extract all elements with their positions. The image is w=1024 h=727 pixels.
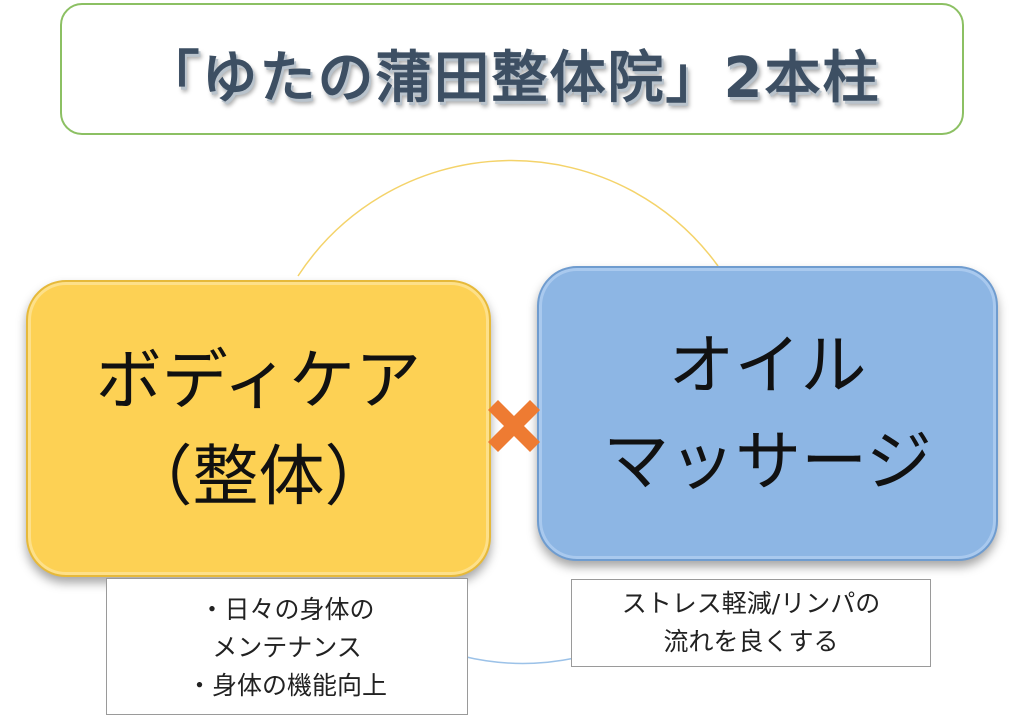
ring-arc-top: [297, 159, 719, 277]
oil-massage-label: オイル マッサージ: [603, 326, 932, 500]
body-care-note: ・日々の身体の メンテナンス ・身体の機能向上: [106, 578, 468, 715]
multiply-icon: [488, 400, 540, 452]
ring-arc-bottom: [461, 655, 576, 665]
body-care-label: ボディケア （整体）: [95, 341, 422, 515]
title-box: 「ゆたの蒲田整体院」2本柱: [60, 3, 964, 135]
oil-massage-card: オイル マッサージ: [537, 266, 998, 561]
oil-massage-note: ストレス軽減/リンパの 流れを良くする: [571, 579, 931, 667]
page-title: 「ゆたの蒲田整体院」2本柱: [143, 46, 881, 111]
body-care-card: ボディケア （整体）: [26, 280, 491, 577]
